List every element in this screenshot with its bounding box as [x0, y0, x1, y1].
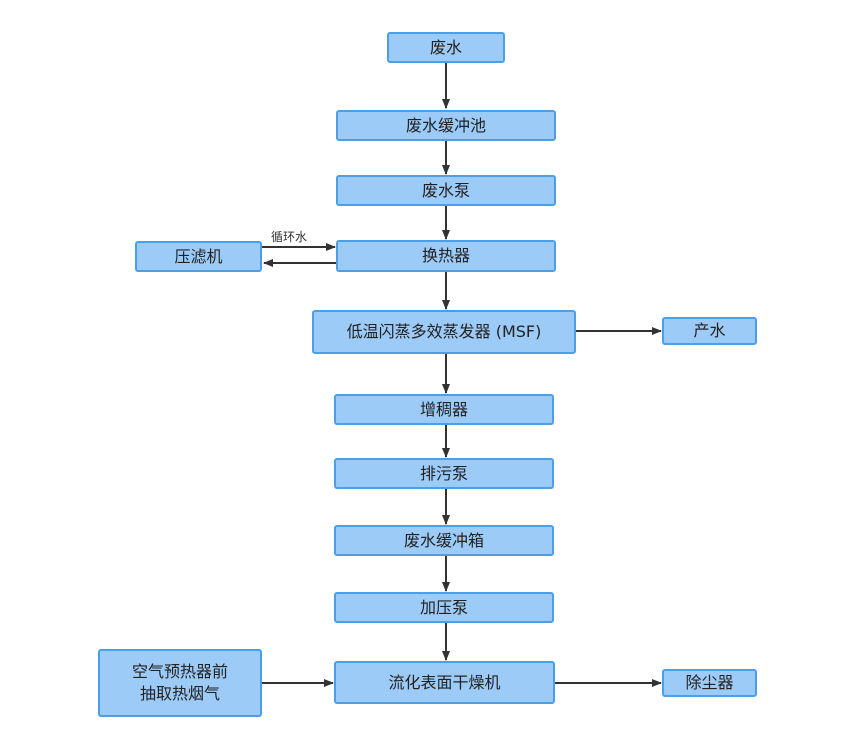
node-filter-press: 压滤机 [135, 241, 262, 272]
node-dust-collector-label: 除尘器 [685, 673, 734, 692]
node-dryer-label: 流化表面干燥机 [388, 672, 501, 692]
node-buffer-tank-label: 废水缓冲箱 [403, 530, 484, 550]
node-booster-pump: 加压泵 [334, 592, 554, 623]
node-wastewater-pump-label: 废水泵 [421, 180, 470, 200]
node-msf: 低温闪蒸多效蒸发器 (MSF) [312, 310, 576, 354]
node-buffer-pool: 废水缓冲池 [336, 110, 556, 141]
node-dust-collector: 除尘器 [662, 669, 757, 697]
node-product-water-label: 产水 [693, 321, 726, 340]
node-msf-label: 低温闪蒸多效蒸发器 (MSF) [346, 322, 542, 341]
node-wastewater-label: 废水 [429, 37, 462, 57]
node-flue-gas-line2: 抽取热烟气 [139, 684, 220, 703]
node-wastewater-pump: 废水泵 [336, 175, 556, 206]
node-product-water: 产水 [662, 317, 757, 345]
node-sewage-pump-label: 排污泵 [419, 463, 468, 483]
node-thickener-label: 增稠器 [419, 399, 468, 419]
edge-label-circulating-water: 循环水 [271, 230, 308, 244]
node-dryer: 流化表面干燥机 [334, 661, 555, 704]
node-flue-gas: 空气预热器前 抽取热烟气 [98, 649, 262, 717]
node-flue-gas-line1: 空气预热器前 [131, 662, 228, 681]
node-booster-pump-label: 加压泵 [419, 597, 468, 617]
node-heat-exchanger: 换热器 [336, 240, 556, 272]
node-thickener: 增稠器 [334, 394, 554, 425]
node-sewage-pump: 排污泵 [334, 458, 554, 489]
node-wastewater: 废水 [387, 32, 505, 63]
node-buffer-tank: 废水缓冲箱 [334, 525, 554, 556]
node-heat-exchanger-label: 换热器 [421, 246, 470, 265]
node-buffer-pool-label: 废水缓冲池 [405, 115, 486, 135]
node-filter-press-label: 压滤机 [174, 246, 223, 266]
